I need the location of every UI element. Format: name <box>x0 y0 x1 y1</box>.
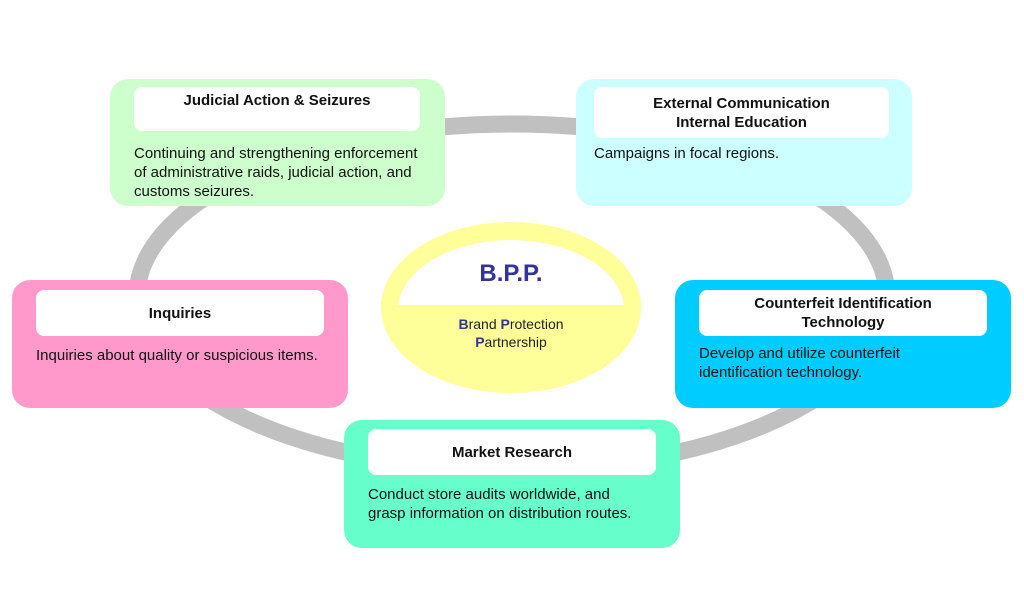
card-market-research: Market Research Conduct store audits wor… <box>344 420 680 548</box>
card-title: Judicial Action & Seizures <box>134 87 420 131</box>
card-description: Continuing and strengthening enforcement… <box>134 144 444 201</box>
card-description: Develop and utilize counterfeit identifi… <box>699 344 999 382</box>
word-rest: rand <box>468 316 501 332</box>
card-description-line: identification technology. <box>699 364 863 381</box>
card-title: Market Research <box>368 429 656 475</box>
center-title: B.P.P. <box>479 260 543 287</box>
card-judicial-action-seizures: Judicial Action & Seizures Continuing an… <box>110 79 445 206</box>
center-subtitle-line: Partnership <box>381 333 641 351</box>
word-rest: artnership <box>484 334 547 350</box>
center-subtitle-line: Brand Protection <box>381 315 641 333</box>
card-description: Campaigns in focal regions. <box>594 144 894 163</box>
card-description-line: grasp information on distribution routes… <box>368 505 632 522</box>
card-title: External Communication Internal Educatio… <box>594 87 889 138</box>
card-description-line: Develop and utilize counterfeit <box>699 345 900 362</box>
initial-letter: P <box>500 316 510 332</box>
card-title-line: Judicial Action & Seizures <box>183 92 371 109</box>
card-title: Counterfeit Identification Technology <box>699 290 987 336</box>
card-description: Conduct store audits worldwide, and gras… <box>368 485 668 523</box>
card-title-line: Market Research <box>451 443 573 461</box>
card-counterfeit-identification: Counterfeit Identification Technology De… <box>675 280 1011 408</box>
word-rest: rotection <box>509 316 564 332</box>
card-description: Inquiries about quality or suspicious it… <box>36 346 346 365</box>
card-title-line: Inquiries <box>148 304 212 322</box>
card-title-line: Counterfeit Identification <box>754 295 932 312</box>
card-title-line: Technology <box>801 314 885 331</box>
card-description-line: Inquiries about quality or suspicious it… <box>36 347 318 364</box>
card-external-communication: External Communication Internal Educatio… <box>576 79 912 206</box>
card-description-line: customs seizures. <box>134 183 255 200</box>
card-description-line: Continuing and strengthening enforcement <box>134 145 418 162</box>
card-title-line: External Communication <box>653 94 830 112</box>
initial-letter: P <box>475 334 485 350</box>
card-description-line: Campaigns in focal regions. <box>594 145 780 162</box>
center-subtitle: Brand Protection Partnership <box>381 315 641 351</box>
card-inquiries: Inquiries Inquiries about quality or sus… <box>12 280 348 408</box>
card-description-line: of administrative raids, judicial action… <box>134 164 412 181</box>
card-title-line: Internal Education <box>676 113 807 131</box>
card-description-line: Conduct store audits worldwide, and <box>368 486 610 503</box>
card-title: Inquiries <box>36 290 324 336</box>
center-oval <box>381 222 641 393</box>
initial-letter: B <box>458 316 469 332</box>
center-oval-cap <box>398 240 624 305</box>
